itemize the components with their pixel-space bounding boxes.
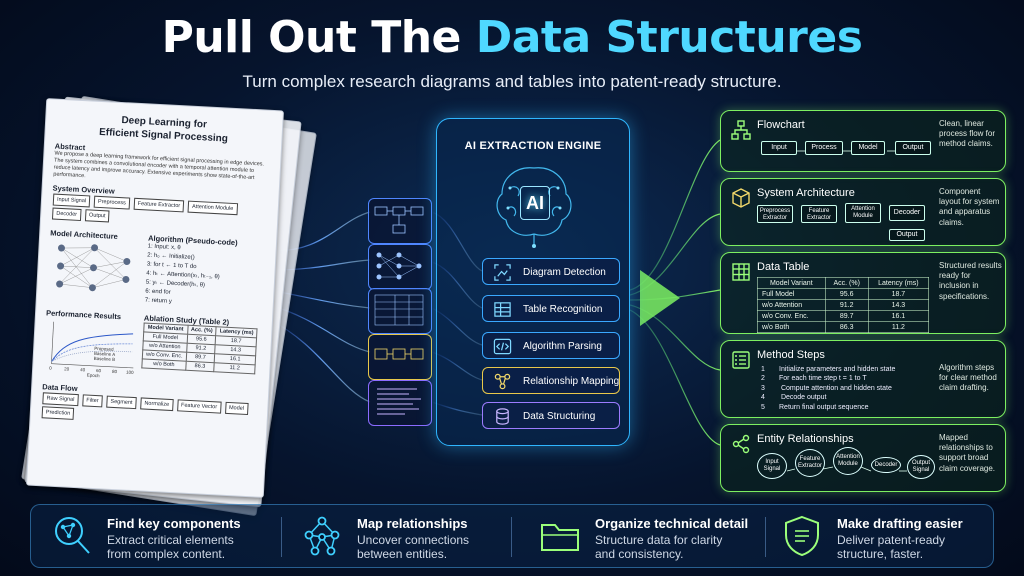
card-flowchart: Flowchart Clean, linear process flow for… [720,110,1006,172]
table-icon [493,300,512,319]
flow-box: Process [805,141,843,155]
card-description: Clean, linear process flow for method cl… [939,119,1003,150]
feature-drafting-easier: Make drafting easier Deliver patent-read… [779,505,989,569]
feature-description: Structure data for clarityand consistenc… [595,533,722,562]
card-system-architecture: System Architecture Component layout for… [720,178,1006,246]
svg-text:20: 20 [64,366,70,371]
step-table-recognition: Table Recognition [482,295,620,322]
card-title: Method Steps [757,349,825,361]
card-title: Data Table [757,261,809,273]
diagram-box: Prediction [42,406,75,420]
diagram-box: Attention Module [188,200,238,215]
diagram-box: Filter [82,394,103,407]
arch-box: Feature Extractor [801,205,837,223]
folder-icon [537,513,583,559]
arch-box: Preprocess Extractor [757,205,793,223]
feature-find-components: Find key components Extract critical ele… [49,505,269,569]
share-nodes-icon [731,434,751,454]
database-icon [493,407,512,426]
performance-chart: Proposed Baseline A Baseline B 020406080… [43,317,138,380]
divider [765,517,766,557]
relationship-icon [493,372,512,391]
flow-box: Output [895,141,931,155]
feature-title: Map relationships [357,516,468,531]
diagram-box: Raw Signal [42,392,78,406]
arch-box: Decoder [889,205,925,221]
card-entity-relationships: Entity Relationships Mapped relationship… [720,424,1006,492]
card-description: Mapped relationships to support broad cl… [939,433,1003,474]
entity-node: Attention Module [833,447,863,475]
svg-text:40: 40 [80,367,86,372]
step-diagram-detection: Diagram Detection [482,258,620,285]
card-method-steps: Method Steps Algorithm steps for clear m… [720,340,1006,418]
neural-network-diagram [47,237,140,298]
step-algorithm-parsing: Algorithm Parsing [482,332,620,359]
extracted-data-table: Model VariantAcc. (%)Latency (ms) Full M… [757,277,929,333]
feature-description: Deliver patent-readystructure, faster. [837,533,945,562]
entity-node: Output Signal [907,455,935,479]
network-icon [299,513,345,559]
checklist-icon [731,350,751,370]
diagram-box: Preprocess [94,195,130,209]
card-title: Flowchart [757,119,805,131]
code-icon [493,337,512,356]
magnifier-network-icon [49,513,95,559]
pseudo-code: 1: Input: x, θ2: h₀ ← Initialize()3: for… [145,242,238,310]
entity-node: Input Signal [757,453,787,479]
feature-description: Extract critical elementsfrom complex co… [107,533,234,562]
flow-box: Model [851,141,885,155]
diagram-box: Output [85,209,110,222]
diagram-box: Model [225,401,249,414]
step-data-structuring: Data Structuring [482,402,620,429]
feature-title: Make drafting easier [837,516,963,531]
diagram-box: Input Signal [53,193,91,207]
shield-document-icon [779,513,825,559]
svg-text:Epoch: Epoch [87,372,101,378]
card-title: Entity Relationships [757,433,854,445]
svg-text:Baseline B: Baseline B [94,355,116,361]
method-steps-list: 1Initialize parameters and hidden state … [761,365,895,412]
arch-box: Attention Module [845,203,881,223]
entity-node: Feature Extractor [795,449,825,477]
card-data-table: Data Table Structured results ready for … [720,252,1006,334]
table-grid-icon [731,262,751,282]
flow-box: Input [761,141,797,155]
diagram-box: Normalize [140,397,173,411]
diagram-box: Feature Vector [177,399,222,413]
divider [511,517,512,557]
diagram-box: Decoder [52,207,81,220]
feature-title: Organize technical detail [595,516,748,531]
card-description: Component layout for system and apparatu… [939,187,1003,228]
cube-icon [731,188,751,208]
extracted-pseudocode-thumb [368,334,432,380]
flowchart-icon [731,120,751,140]
feature-map-relationships: Map relationships Uncover connectionsbet… [299,505,509,569]
entity-node: Decoder [871,457,901,473]
svg-text:0: 0 [49,365,52,370]
card-description: Structured results ready for inclusion i… [939,261,1003,302]
extracted-text-thumb [368,380,432,426]
extracted-table-thumb [368,288,432,334]
feature-organize-detail: Organize technical detail Structure data… [537,505,757,569]
research-document: Deep Learning forEfficient Signal Proces… [26,98,284,498]
ablation-table: Model VariantAcc. (%)Latency (ms) Full M… [141,322,257,374]
diagram-box: Feature Extractor [133,197,184,212]
arrow-right-icon [640,270,680,326]
features-bar: Find key components Extract critical ele… [30,504,994,568]
svg-text:80: 80 [112,368,118,373]
feature-title: Find key components [107,516,241,531]
ai-chip: AI [520,186,550,220]
feature-description: Uncover connectionsbetween entities. [357,533,469,562]
extracted-network-thumb [368,244,432,290]
diagram-box: Segment [106,395,137,409]
arch-box: Output [889,229,925,241]
scan-image-icon [493,263,512,282]
divider [281,517,282,557]
extracted-flowchart-thumb [368,198,432,244]
step-relationship-mapping: Relationship Mapping [482,367,620,394]
card-title: System Architecture [757,187,855,199]
svg-text:100: 100 [126,369,134,374]
card-description: Algorithm steps for clear method claim d… [939,363,1003,394]
engine-title: AI EXTRACTION ENGINE [436,140,630,152]
